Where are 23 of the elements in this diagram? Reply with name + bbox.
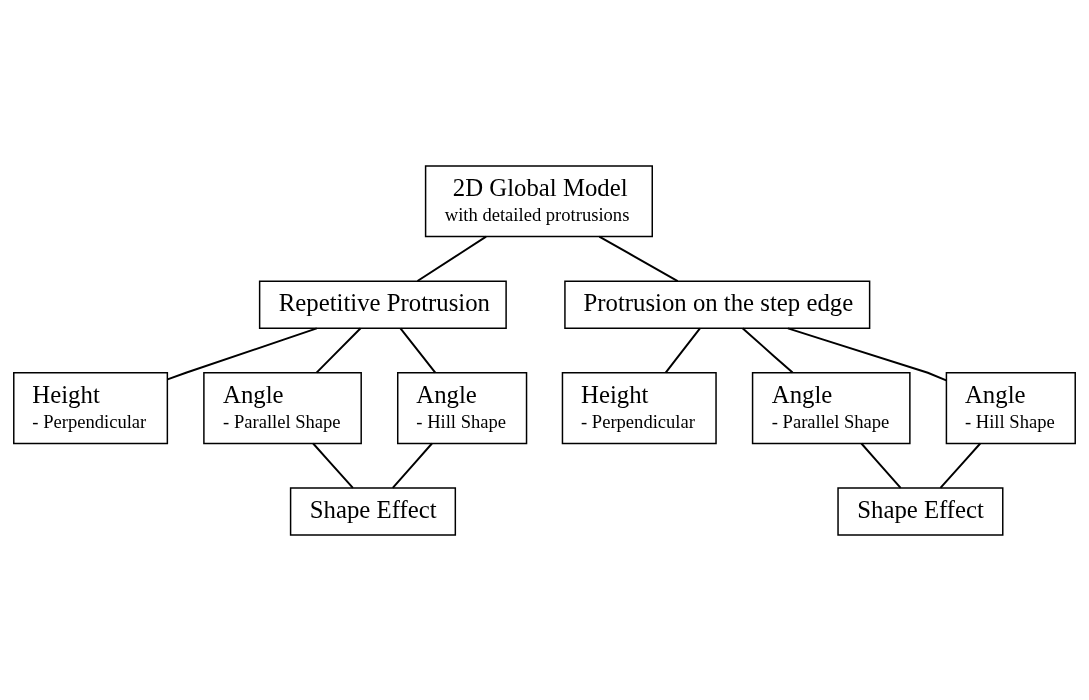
connector [166,326,318,380]
node-box: Height - Perpendicular [13,371,169,444]
node-box: Angle - Parallel Shape [751,371,911,444]
connector [315,326,362,374]
connector [664,326,701,374]
node-box: 2D Global Model with detailed protrusions [424,164,653,237]
node-box: Repetitive Protrusion [258,279,507,329]
connector [939,442,982,489]
node-box: Angle - Hill Shape [945,371,1076,444]
connector [860,442,902,489]
node-box: Height - Perpendicular [561,371,717,444]
node-box: Protrusion on the step edge [564,279,871,329]
connector [391,442,433,489]
node-box: Shape Effect [837,486,1004,536]
connector [416,235,488,282]
connector [787,326,948,381]
node-box: Angle - Hill Shape [397,371,528,444]
connector [741,326,794,374]
connector [399,326,437,374]
connector [312,442,354,489]
node-box: Angle - Parallel Shape [203,371,362,444]
connector [598,235,679,282]
node-box: Shape Effect [289,486,457,536]
